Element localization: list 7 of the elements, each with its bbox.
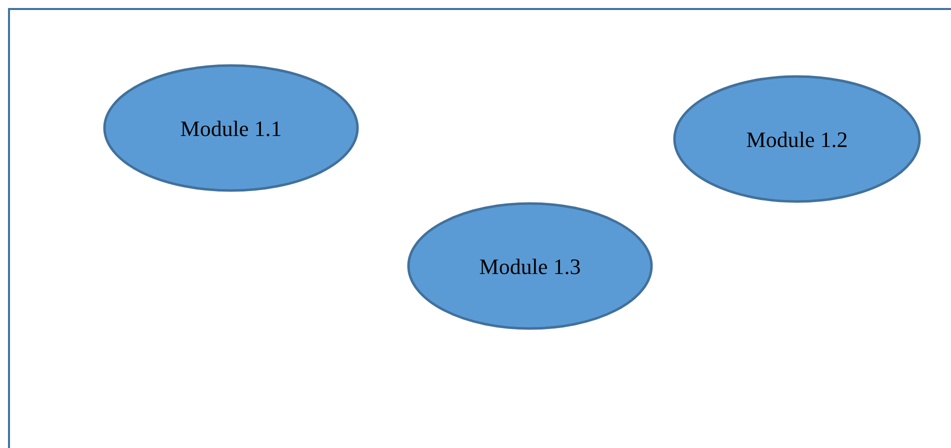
ellipse-node	[103, 64, 359, 192]
ellipse-node	[673, 75, 921, 203]
node-label: Module 1.2	[746, 126, 848, 154]
node-label: Module 1.3	[479, 252, 581, 280]
ellipse-node	[407, 202, 653, 330]
frame-box	[8, 8, 951, 448]
node-label: Module 1.1	[180, 114, 282, 142]
